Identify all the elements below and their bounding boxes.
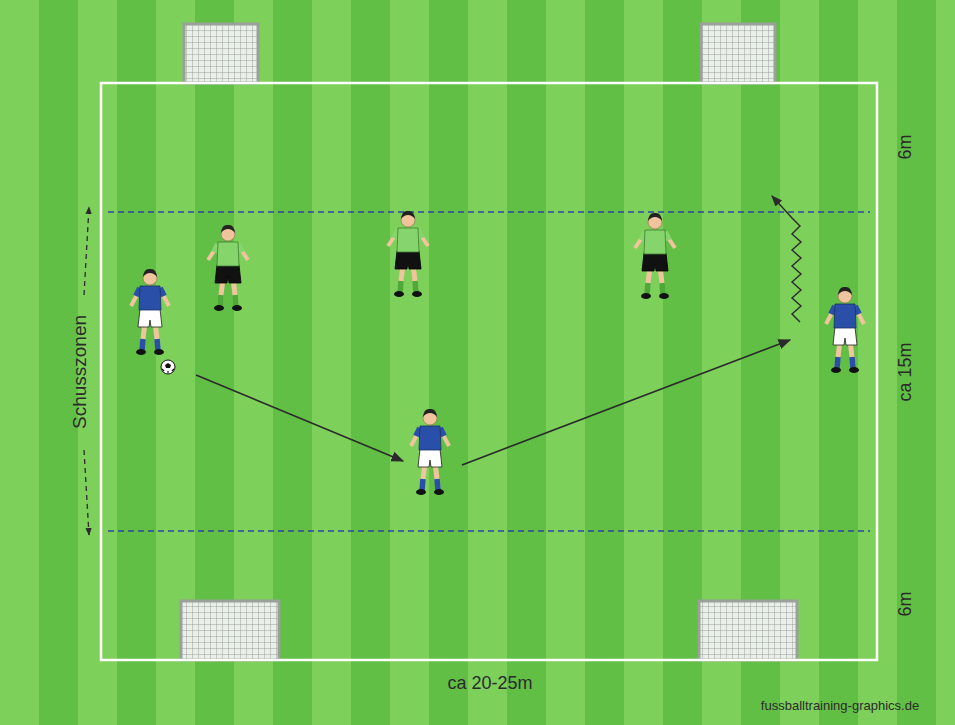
dimension-label: 6m (896, 134, 916, 159)
attacker-player (131, 269, 169, 355)
field-boundary (101, 83, 877, 660)
dribble-arrow (772, 196, 801, 322)
goal (701, 24, 775, 83)
pass-arrow (462, 340, 790, 465)
goal (184, 24, 258, 83)
defender-player (388, 211, 428, 297)
attacker-player (826, 287, 864, 373)
zone-line (108, 530, 870, 532)
dimension-label: 6m (896, 591, 916, 616)
dimension-arrow (84, 207, 89, 295)
ball (161, 360, 175, 374)
defender-player (208, 225, 248, 311)
defender-player (635, 213, 675, 299)
zone-line (108, 211, 870, 213)
goal (699, 601, 797, 660)
pass-arrow (196, 375, 403, 461)
watermark: fussballtraining-graphics.de (761, 699, 919, 713)
attacker-player (411, 409, 449, 495)
dimension-arrow (84, 450, 89, 535)
dimension-label: ca 20-25m (447, 674, 532, 694)
goal (181, 601, 279, 660)
zone-label: Schusszonen (70, 315, 91, 429)
goals (181, 24, 797, 660)
dimension-label: ca 15m (896, 342, 916, 401)
